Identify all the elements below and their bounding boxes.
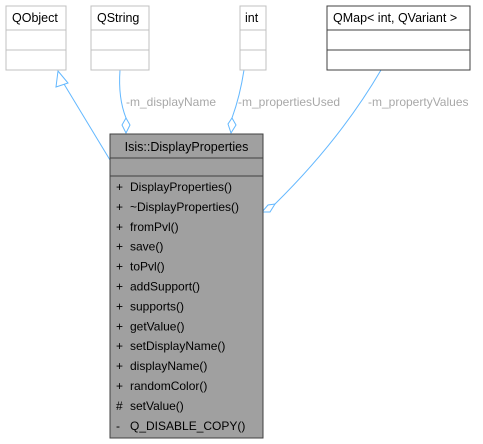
method-name[interactable]: Q_DISABLE_COPY() bbox=[130, 419, 245, 433]
edge-label-property-values: -m_propertyValues bbox=[368, 95, 469, 109]
class-box-int[interactable]: int bbox=[239, 5, 267, 71]
method-visibility: + bbox=[116, 240, 123, 254]
method-name[interactable]: ~DisplayProperties() bbox=[130, 200, 239, 214]
composition-diamond-property-values bbox=[260, 203, 276, 213]
method-name[interactable]: supports() bbox=[130, 299, 184, 313]
composition-diamond-display-name bbox=[121, 116, 131, 135]
method-visibility: + bbox=[116, 200, 123, 214]
method-name[interactable]: save() bbox=[130, 240, 163, 254]
method-visibility: # bbox=[116, 399, 123, 413]
composition-diamond-properties-used bbox=[227, 117, 237, 135]
edge-property-values bbox=[274, 69, 382, 205]
method-visibility: + bbox=[116, 280, 123, 294]
method-visibility: + bbox=[116, 339, 123, 353]
inheritance-edge-qobject bbox=[63, 83, 111, 161]
edge-label-display-name: -m_displayName bbox=[126, 95, 216, 109]
class-name-qobject: QObject bbox=[12, 11, 58, 25]
method-name[interactable]: setValue() bbox=[130, 399, 184, 413]
method-name[interactable]: fromPvl() bbox=[130, 220, 179, 234]
method-visibility: + bbox=[116, 220, 123, 234]
method-visibility: + bbox=[116, 180, 123, 194]
class-box-qobject[interactable]: QObject bbox=[5, 5, 67, 71]
method-visibility: + bbox=[116, 319, 123, 333]
class-box-qmap[interactable]: QMap< int, QVariant > bbox=[326, 5, 471, 71]
edge-properties-used bbox=[231, 69, 245, 119]
method-visibility: + bbox=[116, 379, 123, 393]
method-name[interactable]: toPvl() bbox=[130, 260, 165, 274]
inheritance-arrowhead bbox=[55, 69, 69, 88]
method-visibility: - bbox=[116, 419, 120, 433]
method-list: + DisplayProperties() + ~DisplayProperties(… bbox=[116, 180, 245, 433]
method-name[interactable]: displayName() bbox=[130, 359, 207, 373]
edge-label-properties-used: -m_propertiesUsed bbox=[238, 95, 340, 109]
method-name[interactable]: getValue() bbox=[130, 319, 184, 333]
class-name-qmap: QMap< int, QVariant > bbox=[333, 11, 457, 25]
method-name[interactable]: randomColor() bbox=[130, 379, 207, 393]
edge-display-name bbox=[119, 69, 127, 119]
edges bbox=[55, 69, 382, 213]
method-name[interactable]: setDisplayName() bbox=[130, 339, 225, 353]
class-name-int: int bbox=[245, 11, 259, 25]
class-name-display-properties: Isis::DisplayProperties bbox=[125, 140, 249, 154]
method-visibility: + bbox=[116, 299, 123, 313]
method-name[interactable]: addSupport() bbox=[130, 280, 200, 294]
class-name-qstring: QString bbox=[97, 11, 139, 25]
class-box-display-properties[interactable]: Isis::DisplayProperties + DisplayProperti… bbox=[109, 133, 264, 439]
class-box-qstring[interactable]: QString bbox=[90, 5, 150, 71]
method-visibility: + bbox=[116, 260, 123, 274]
method-visibility: + bbox=[116, 359, 123, 373]
method-name[interactable]: DisplayProperties() bbox=[130, 180, 232, 194]
